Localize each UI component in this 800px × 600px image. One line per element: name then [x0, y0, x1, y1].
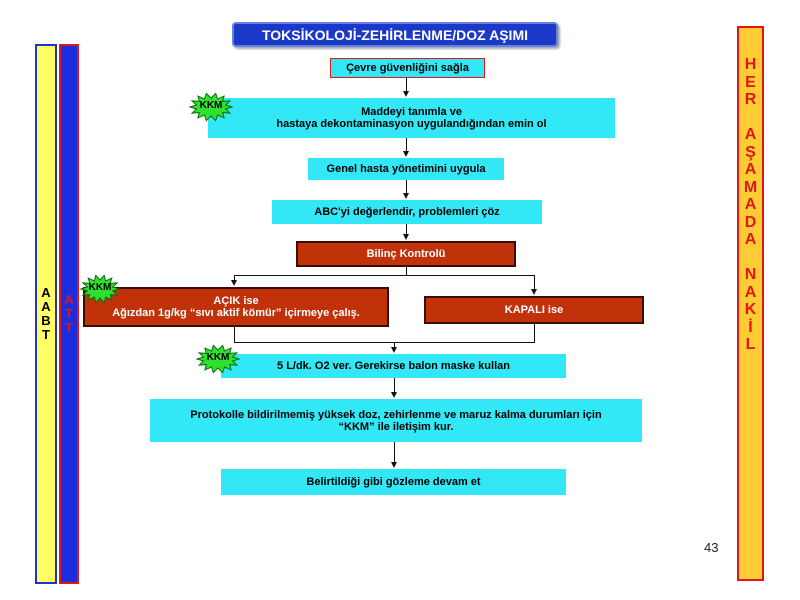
right-bar-letter: A	[744, 231, 757, 248]
connector-3-4	[406, 180, 407, 194]
step-if-unconscious-label: KAPALI ise	[504, 304, 564, 316]
connector-branch-horizontal	[234, 275, 535, 276]
connector-8-9	[394, 442, 395, 463]
right-bar-letter: N	[744, 266, 757, 283]
step-identify-substance: Maddeyi tanımla ve hastaya dekontaminasy…	[208, 98, 615, 138]
connector-6a-merge	[234, 327, 235, 342]
connector-4-5	[406, 224, 407, 235]
step-contact-kkm: Protokolle bildirilmemiş yüksek doz, zeh…	[150, 399, 642, 442]
connector-merge-7	[394, 342, 395, 348]
step-give-oxygen-label: 5 L/dk. O2 ver. Gerekirse balon maske ku…	[277, 360, 510, 372]
right-bar-letter: A	[744, 196, 757, 213]
abt-letter: A	[41, 299, 51, 314]
step-if-unconscious: KAPALI ise	[424, 296, 644, 324]
step-consciousness-check-label: Bilinç Kontrolü	[366, 248, 446, 260]
connector-1-2	[406, 78, 407, 92]
right-bar-letter: A	[744, 283, 757, 301]
page-title: TOKSİKOLOJİ-ZEHİRLENME/DOZ AŞIMI	[232, 22, 558, 47]
right-bar-letter	[744, 109, 757, 127]
right-bar-letter: A	[744, 161, 757, 178]
connector-2-3	[406, 138, 407, 152]
connector-7-8	[394, 378, 395, 393]
arrow-8-9	[391, 462, 397, 468]
kkm-star-icon	[80, 274, 120, 304]
page-number: 43	[704, 540, 719, 555]
kkm-star-label: KKM	[88, 282, 112, 293]
step-if-conscious-line1: AÇIK ise	[213, 295, 259, 307]
arrow-2-3	[403, 151, 409, 157]
right-bar-letter: K	[744, 301, 757, 318]
arrow-3-4	[403, 193, 409, 199]
arrow-branch-right	[531, 289, 537, 295]
step-evaluate-abc-label: ABC'yi değerlendir, problemleri çöz	[314, 206, 500, 218]
connector-branch-left	[234, 275, 235, 281]
arrow-merge-7	[391, 347, 397, 353]
step-ensure-scene-safety-label: Çevre güvenliğini sağla	[346, 62, 469, 74]
step-identify-substance-line2: hastaya dekontaminasyon uygulandığından …	[276, 118, 547, 130]
arrow-4-5	[403, 234, 409, 240]
right-bar-letter: H	[744, 56, 757, 73]
arrow-7-8	[391, 392, 397, 398]
att-letter: T	[65, 306, 73, 321]
kkm-star-icon	[196, 344, 240, 374]
connector-merge-horizontal	[234, 342, 535, 343]
right-bar-letter: Ş	[745, 143, 756, 161]
connector-5-branch	[406, 267, 407, 275]
step-continue-observation-label: Belirtildiği gibi gözleme devam et	[306, 476, 481, 488]
kkm-star-label: KKM	[206, 352, 230, 363]
right-bar-letter: R	[744, 91, 757, 108]
step-give-oxygen: 5 L/dk. O2 ver. Gerekirse balon maske ku…	[221, 354, 566, 378]
step-continue-observation: Belirtildiği gibi gözleme devam et	[221, 469, 566, 495]
abt-letter: T	[42, 327, 50, 342]
step-identify-substance-line1: Maddeyi tanımla ve	[361, 106, 462, 118]
step-contact-kkm-line2: “KKM” ile iletişim kur.	[338, 420, 454, 433]
step-consciousness-check: Bilinç Kontrolü	[296, 241, 516, 267]
arrow-1-2	[403, 91, 409, 97]
kkm-star-label: KKM	[199, 100, 223, 111]
step-if-conscious-line2: Ağızdan 1g/kg “sıvı aktif kömür” içirmey…	[112, 307, 360, 319]
att-letter: T	[65, 320, 73, 335]
right-bar-letter: M	[743, 178, 758, 196]
abt-letter: A	[41, 285, 51, 300]
right-bar-letter: İ	[748, 318, 753, 336]
att-letter: A	[64, 292, 74, 307]
right-bar-letter: E	[745, 73, 756, 91]
right-bar-letter: A	[744, 126, 757, 143]
arrow-branch-left	[231, 280, 237, 286]
right-bar-letter	[744, 249, 757, 267]
connector-branch-right	[534, 275, 535, 290]
abt-letter: B	[41, 313, 51, 328]
step-evaluate-abc: ABC'yi değerlendir, problemleri çöz	[272, 200, 542, 224]
right-bar-letter: L	[745, 336, 756, 353]
right-bar-letter: D	[744, 213, 757, 231]
connector-6b-merge	[534, 324, 535, 342]
step-ensure-scene-safety: Çevre güvenliğini sağla	[330, 58, 485, 78]
step-if-conscious: AÇIK ise Ağızdan 1g/kg “sıvı aktif kömür…	[83, 287, 389, 327]
kkm-star-icon	[189, 92, 233, 122]
step-general-patient-management-label: Genel hasta yönetimini uygula	[326, 163, 486, 175]
step-contact-kkm-line1: Protokolle bildirilmemiş yüksek doz, zeh…	[190, 408, 602, 421]
step-general-patient-management: Genel hasta yönetimini uygula	[308, 158, 504, 180]
